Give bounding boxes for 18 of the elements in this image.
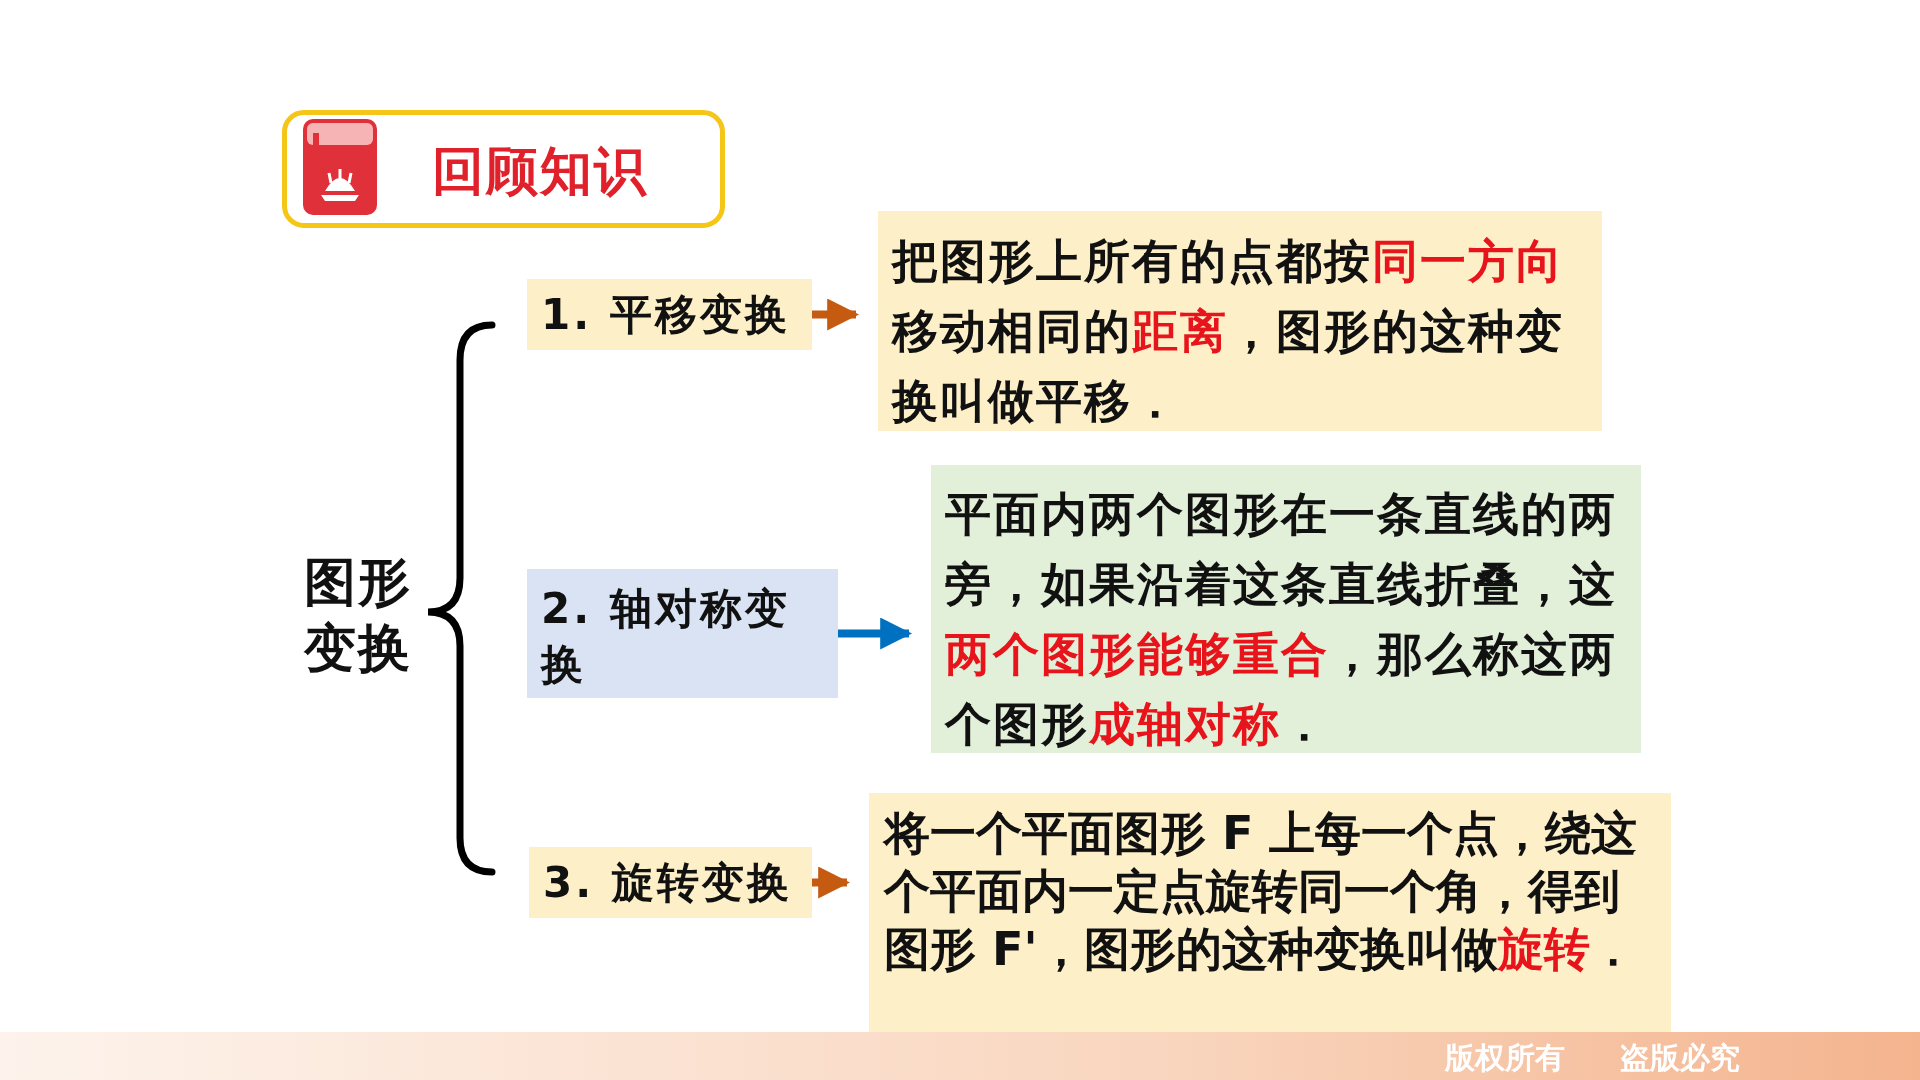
title: 回顾知识 <box>432 140 648 203</box>
arrow <box>838 617 913 650</box>
definition-box <box>869 793 1671 1035</box>
node-text: 1. 平移变换 <box>541 291 791 339</box>
category-box <box>527 279 812 350</box>
arrow <box>812 866 851 899</box>
node-text: 把图形上所有的点都按同一方向移动相同的距离，图形的这种变换叫做平移． <box>892 233 1565 430</box>
node-text: 2. 轴对称变换 <box>541 583 791 691</box>
copyright-note: 版权所有 <box>1445 1039 1565 1077</box>
category-box <box>529 847 812 918</box>
definition-box <box>878 211 1602 431</box>
node-text: 平面内两个图形在一条直线的两旁，如果沿着这条直线折叠，这两个图形能够重合，那么称这两个图形成轴对称． <box>945 486 1618 753</box>
node-text: 将一个平面图形 F 上每一个点，绕这个平面内一定点旋转同一个角，得到图形 F'，图形的这种变换叫做旋转． <box>884 805 1639 978</box>
copyright-note: 盗版必究 <box>1620 1039 1740 1077</box>
node-text: 3. 旋转变换 <box>543 859 793 907</box>
node-text: 图形变换 <box>304 551 413 680</box>
arrow <box>812 298 860 331</box>
category-box <box>527 569 838 698</box>
